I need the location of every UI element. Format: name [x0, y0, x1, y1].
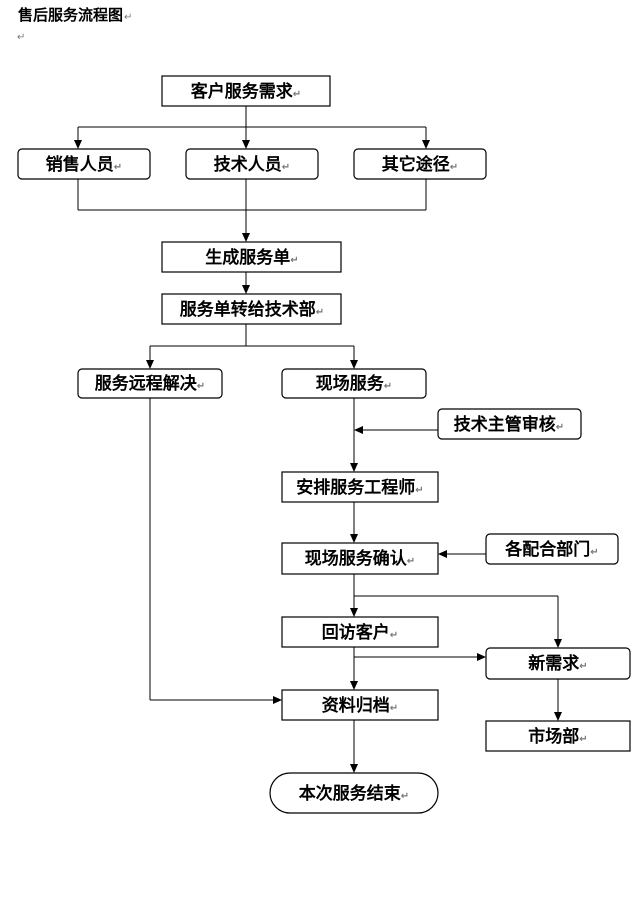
arrow-head [350, 360, 358, 369]
arrow-head [350, 681, 358, 690]
svg-text:回访客户↵: 回访客户↵ [322, 622, 398, 643]
node-marketing-dept: 市场部↵ [485, 720, 631, 752]
node-service-end: 本次服务结束↵ [269, 772, 439, 814]
svg-text:现场服务确认↵: 现场服务确认↵ [305, 548, 415, 569]
connectors [74, 106, 562, 773]
arrow-head [350, 463, 358, 472]
svg-text:销售人员↵: 销售人员↵ [46, 154, 122, 175]
node-tech-supervisor-review: 技术主管审核↵ [437, 408, 582, 440]
arrow-head [350, 608, 358, 617]
arrow-head [242, 233, 250, 242]
paragraph-mark: ↵ [124, 12, 133, 23]
svg-text:新需求↵: 新需求↵ [528, 653, 587, 674]
node-cooperating-depts: 各配合部门↵ [485, 533, 619, 565]
node-transfer-tech: 服务单转给技术部↵ [161, 293, 342, 325]
node-customer-demand: 客户服务需求↵ [161, 75, 331, 107]
svg-text:服务单转给技术部↵: 服务单转给技术部↵ [180, 299, 324, 320]
arrow-head [242, 140, 250, 149]
svg-text:技术主管审核↵: 技术主管审核↵ [454, 414, 564, 435]
node-archive: 资料归档↵ [281, 689, 439, 721]
svg-text:服务远程解决↵: 服务远程解决↵ [95, 373, 205, 394]
node-onsite-confirm: 现场服务确认↵ [281, 542, 439, 575]
arrow-head [422, 140, 430, 149]
svg-text:技术人员↵: 技术人员↵ [214, 154, 290, 175]
paragraph-mark: ↵ [17, 32, 26, 43]
arrow-head [354, 426, 363, 434]
svg-text:本次服务结束↵: 本次服务结束↵ [299, 783, 409, 804]
node-tech-staff: 技术人员↵ [185, 148, 319, 180]
node-sales-staff: 销售人员↵ [17, 148, 151, 180]
node-customer-followup: 回访客户↵ [281, 616, 439, 648]
svg-text:安排服务工程师↵: 安排服务工程师↵ [296, 477, 423, 498]
svg-text:生成服务单↵: 生成服务单↵ [205, 247, 298, 268]
svg-text:市场部↵: 市场部↵ [528, 726, 587, 747]
arrow-head [477, 653, 486, 661]
arrow-head [74, 140, 82, 149]
arrow-head [242, 285, 250, 294]
arrow-head [554, 639, 562, 648]
svg-text:各配合部门↵: 各配合部门↵ [504, 539, 598, 560]
arrow-head [350, 534, 358, 543]
svg-text:现场服务↵: 现场服务↵ [316, 373, 392, 394]
arrow-head [273, 696, 282, 704]
svg-text:资料归档↵: 资料归档↵ [322, 695, 398, 716]
page-title: 售后服务流程图↵ [18, 6, 133, 24]
arrow-head [350, 764, 358, 773]
arrow-head [438, 550, 447, 558]
node-generate-order: 生成服务单↵ [161, 241, 342, 273]
node-remote-service: 服务远程解决↵ [77, 368, 223, 399]
arrow-head [554, 712, 562, 721]
node-assign-engineer: 安排服务工程师↵ [281, 471, 439, 503]
node-new-demand: 新需求↵ [485, 647, 631, 680]
node-other-channels: 其它途径↵ [353, 148, 487, 180]
node-onsite-service: 现场服务↵ [281, 368, 427, 399]
svg-text:其它途径↵: 其它途径↵ [382, 154, 458, 175]
arrow-head [146, 360, 154, 369]
svg-text:客户服务需求↵: 客户服务需求↵ [190, 81, 301, 102]
